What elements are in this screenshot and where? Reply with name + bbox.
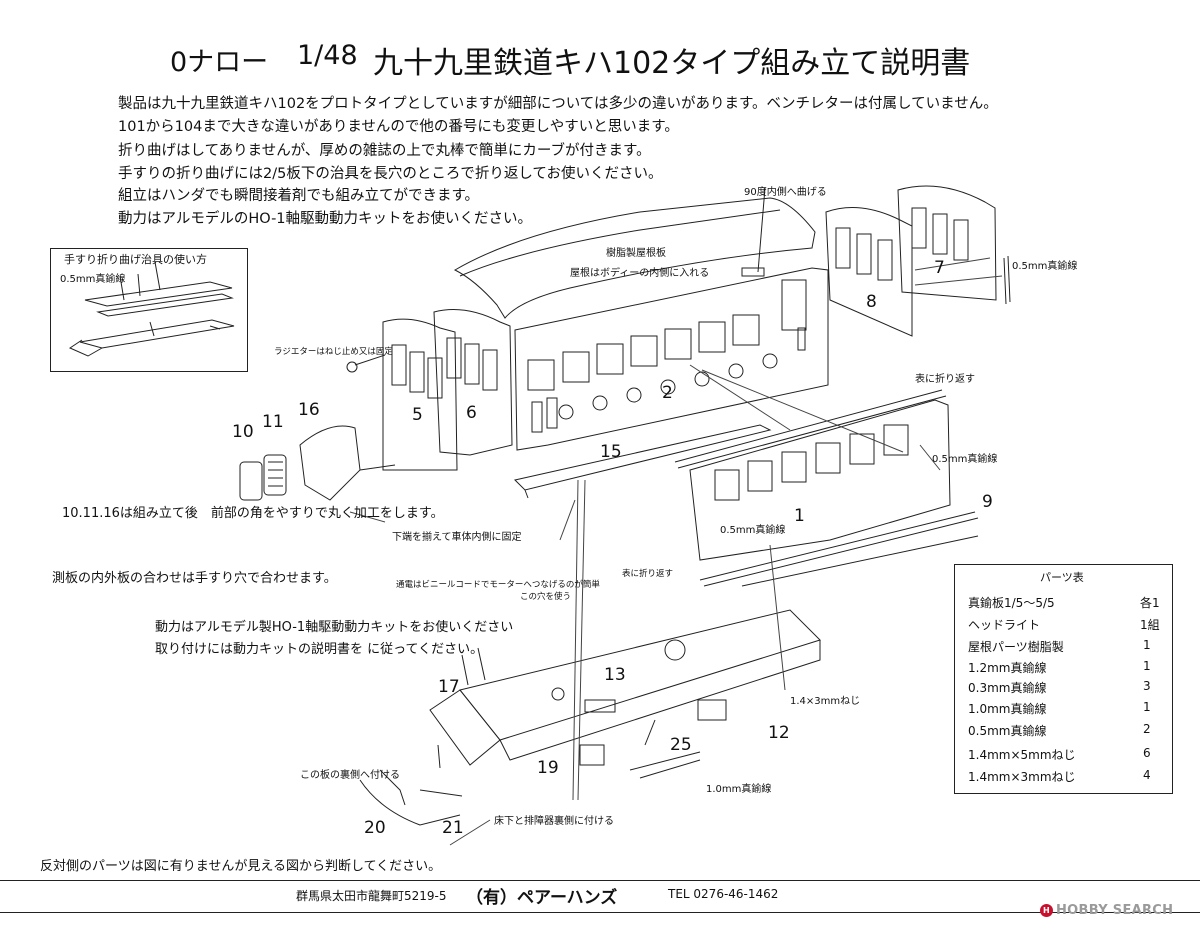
part-number-1: 1 [794, 506, 805, 526]
strip-drawing [515, 425, 770, 498]
jig-wire-label: 0.5mm真鍮線 [60, 274, 126, 285]
intro-line: 組立はハンダでも瞬間接着剤でも組み立てができます。 [118, 188, 480, 204]
parts-row-name: 0.5mm真鍮線 [968, 724, 1047, 738]
parts-row-qty: 1 [1143, 638, 1151, 652]
front-rounding-note: 10.11.16は組み立て後 前部の角をやすりで丸く加工をします。 [62, 506, 444, 521]
jig-title: 手すり折り曲げ治具の使い方 [64, 253, 207, 266]
watermark-text: HOBBY SEARCH [1056, 903, 1174, 918]
bend-90-label: 90度内側へ曲げる [744, 187, 827, 198]
part-number-7: 7 [934, 258, 945, 278]
parts-table-title: パーツ表 [1040, 571, 1084, 584]
under-floor-label: 床下と排障器裏側に付ける [494, 816, 614, 827]
intro-line: 手すりの折り曲げには2/5板下の治具を長穴のところで折り返してお使いください。 [118, 166, 663, 182]
wire-10-label: 1.0mm真鍮線 [706, 784, 772, 795]
parts-row-qty: 1 [1143, 659, 1151, 673]
intro-line: 折り曲げはしてありませんが、厚めの雑誌の上で丸棒で簡単にカーブが付きます。 [118, 143, 651, 159]
wire-05-top-label: 0.5mm真鍮線 [1012, 261, 1078, 272]
part-number-20: 20 [364, 818, 386, 838]
wire-05-low-label: 0.5mm真鍮線 [720, 525, 786, 536]
part-number-10: 10 [232, 422, 254, 442]
parts-row-name: 真鍮板1/5～5/5 [968, 596, 1055, 610]
parts-row-qty: 各1 [1140, 596, 1160, 610]
parts-row-qty: 6 [1143, 746, 1151, 760]
motor-note-2: 取り付けには動力キットの説明書を に従ってください。 [155, 642, 484, 657]
end-panel-drawing [826, 186, 1010, 336]
jig-drawing [70, 262, 234, 356]
radiator-label: ラジエターはねじ止め又は固定 [274, 347, 393, 357]
part-number-5: 5 [412, 405, 423, 425]
screw-label: 1.4×3mmねじ [790, 696, 861, 707]
intro-line: 動力はアルモデルのHO-1軸駆動動力キットをお使いください。 [118, 211, 533, 227]
part-number-25: 25 [670, 735, 692, 755]
part-number-12: 12 [768, 723, 790, 743]
hobby-search-logo-icon: H [1040, 904, 1053, 917]
parts-row-qty: 4 [1143, 768, 1151, 782]
part-number-15: 15 [600, 442, 622, 462]
parts-row-qty: 2 [1143, 722, 1151, 736]
parts-row-name: 1.2mm真鍮線 [968, 661, 1047, 675]
fold-out-label: 表に折り返す [915, 374, 975, 385]
ratio-label: 1/48 [297, 40, 358, 71]
part-number-13: 13 [604, 665, 626, 685]
parts-row-qty: 3 [1143, 679, 1151, 693]
roof-inside-label: 屋根はボディーの内側に入れる [570, 268, 710, 279]
parts-row-name: ヘッドライト [968, 618, 1041, 632]
front-panel-drawing [383, 310, 512, 470]
parts-row-name: 1.4mm×5mmねじ [968, 748, 1076, 762]
parts-row-name: 0.3mm真鍮線 [968, 681, 1047, 695]
front-parts-drawing [240, 355, 395, 500]
part-number-16: 16 [298, 400, 320, 420]
part-number-6: 6 [466, 403, 477, 423]
part-number-17: 17 [438, 677, 460, 697]
footer-company: （有）ペアーハンズ [466, 888, 618, 908]
wiring-hole-label: この穴を使う [520, 592, 572, 602]
side-panel-drawing [515, 268, 828, 450]
intro-line: 101から104まで大きな違いがありませんので他の番号にも変更しやすいと思います… [118, 119, 679, 135]
roof-resin-label: 樹脂製屋根板 [606, 248, 666, 259]
parts-row-name: 1.0mm真鍮線 [968, 702, 1047, 716]
part-number-19: 19 [537, 758, 559, 778]
chassis-drawing [360, 610, 820, 825]
parts-row-name: 屋根パーツ樹脂製 [968, 640, 1064, 654]
part-number-11: 11 [262, 412, 284, 432]
wiring-label: 通電はビニールコードでモーターへつなげるのが簡単 [396, 580, 600, 590]
parts-row-qty: 1 [1143, 700, 1151, 714]
guide-lines [350, 258, 1002, 845]
side-plate-note: 測板の内外板の合わせは手すり穴で合わせます。 [52, 571, 337, 586]
jig-inset [50, 248, 248, 372]
plate-back-label: この板の裏側へ付ける [300, 770, 400, 781]
part-number-8: 8 [866, 292, 877, 312]
footer-rule-bottom [0, 912, 1200, 913]
part-number-9: 9 [982, 492, 993, 512]
roof-drawing [455, 188, 815, 318]
align-note: 下端を揃えて車体内側に固定 [392, 532, 522, 543]
wire-05-mid-label: 0.5mm真鍮線 [932, 454, 998, 465]
intro-line: 製品は九十九里鉄道キハ102をプロトタイプとしていますが細部については多少の違い… [118, 96, 998, 112]
fold-out-label-2: 表に折り返す [622, 569, 674, 579]
footer-address: 群馬県太田市龍舞町5219-5 [296, 889, 447, 903]
footer-rule-top [0, 880, 1200, 881]
page-title: 九十九里鉄道キハ102タイプ組み立て説明書 [373, 46, 971, 81]
part-number-2: 2 [662, 383, 673, 403]
lower-side-drawing [675, 390, 978, 586]
parts-table [954, 564, 1173, 794]
motor-note-1: 動力はアルモデル製HO-1軸駆動動力キットをお使いください [155, 620, 514, 635]
scale-label: 0ナロー [170, 47, 269, 78]
part-number-21: 21 [442, 818, 464, 838]
footer-tel: TEL 0276-46-1462 [668, 887, 779, 901]
parts-row-qty: 1組 [1140, 618, 1160, 632]
opposite-side-note: 反対側のパーツは図に有りませんが見える図から判断してください。 [40, 859, 442, 874]
parts-row-name: 1.4mm×3mmねじ [968, 770, 1076, 784]
